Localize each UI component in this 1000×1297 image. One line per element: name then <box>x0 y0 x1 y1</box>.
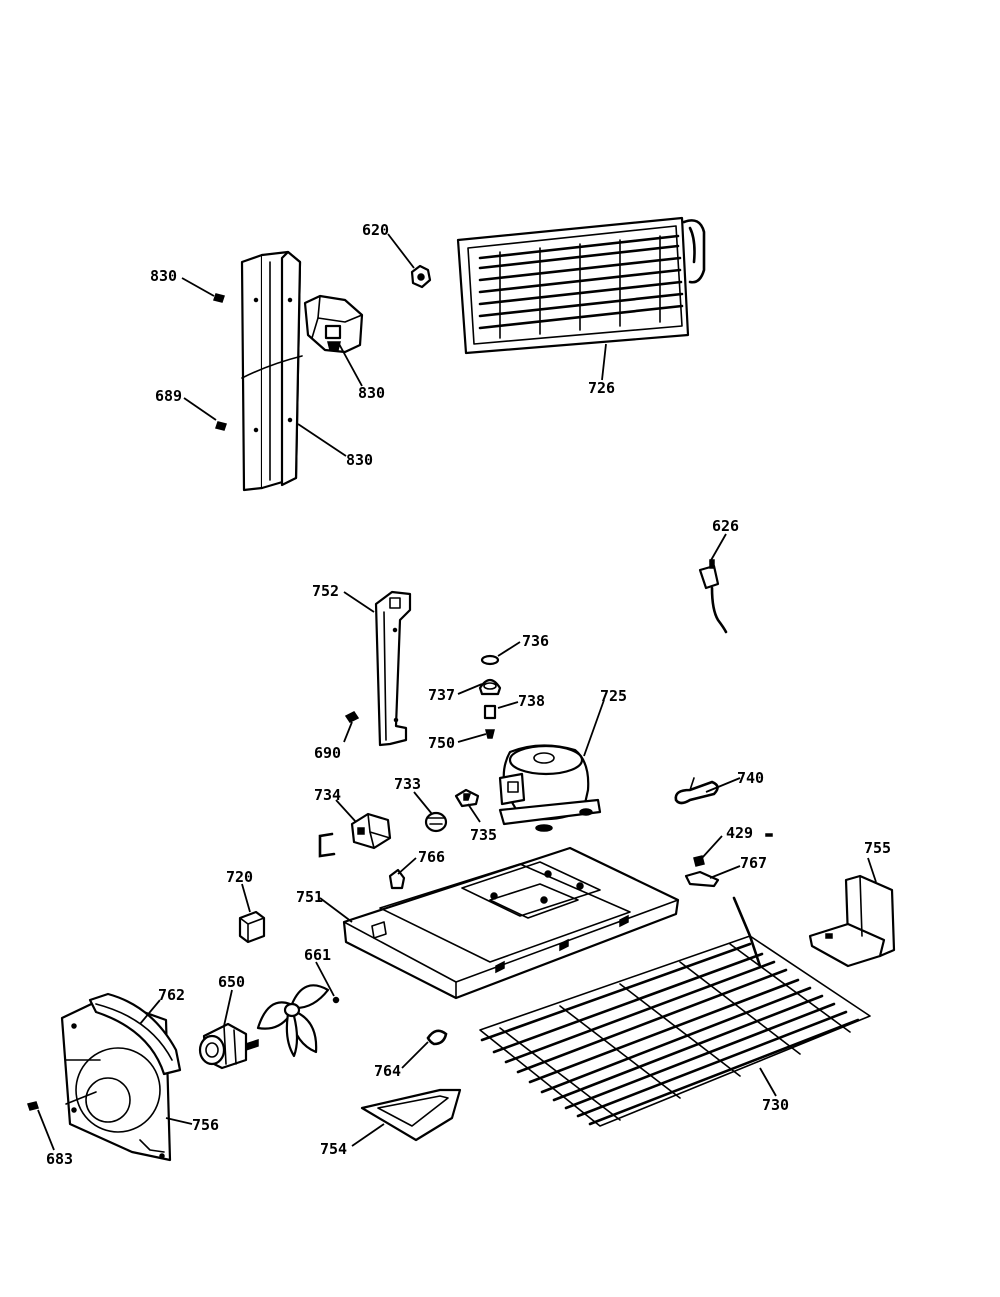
mount-block-830 <box>303 294 364 354</box>
fan-blade-661 <box>256 984 340 1058</box>
grommet-766 <box>388 868 406 890</box>
cover-735 <box>454 788 480 808</box>
label-767: 767 <box>740 854 767 872</box>
capacitor-720 <box>238 910 266 944</box>
compressor-725 <box>498 744 602 832</box>
label-620: 620 <box>362 221 389 239</box>
part-labels: 830 830 689 830 620 726 626 752 736 737 … <box>46 221 891 1168</box>
clip-764 <box>426 1029 448 1046</box>
sleeve-738 <box>483 704 497 720</box>
label-626: 626 <box>712 517 739 535</box>
label-751: 751 <box>296 888 323 906</box>
label-737: 737 <box>428 686 455 704</box>
channel-bracket-830 <box>240 250 303 492</box>
relay-734 <box>350 812 392 850</box>
label-740: 740 <box>737 769 764 787</box>
screw-689 <box>215 421 227 431</box>
base-pan-751 <box>342 846 680 1000</box>
label-735: 735 <box>470 826 497 844</box>
label-689: 689 <box>155 387 182 405</box>
overload-733 <box>424 811 448 833</box>
evaporator-730 <box>479 896 871 1127</box>
label-756: 756 <box>192 1116 219 1134</box>
screw-830 <box>213 293 225 303</box>
leader-lines <box>37 233 877 1151</box>
fan-motor-650 <box>198 1022 259 1070</box>
label-830-screw: 830 <box>150 267 177 285</box>
washer-750 <box>485 729 495 739</box>
label-750: 750 <box>428 734 455 752</box>
screw-690 <box>344 711 360 723</box>
label-734: 734 <box>314 786 341 804</box>
label-683: 683 <box>46 1150 73 1168</box>
bracket-752 <box>374 590 412 747</box>
screw-683 <box>27 1101 39 1111</box>
label-830-block: 830 <box>358 384 385 402</box>
condenser-726 <box>456 216 706 355</box>
label-429: 429 <box>726 824 753 842</box>
label-754: 754 <box>320 1140 347 1158</box>
shroud-gasket-762 <box>88 992 182 1076</box>
clip-736 <box>480 654 500 666</box>
label-755: 755 <box>864 839 891 857</box>
label-830-channel: 830 <box>346 451 373 469</box>
label-720: 720 <box>226 868 253 886</box>
label-690: 690 <box>314 744 341 762</box>
label-762: 762 <box>158 986 185 1004</box>
label-725: 725 <box>600 687 627 705</box>
clip-734 <box>318 832 336 858</box>
label-730: 730 <box>762 1096 789 1114</box>
label-738: 738 <box>518 692 545 710</box>
label-726: 726 <box>588 379 615 397</box>
drain-pan-754 <box>360 1088 462 1142</box>
label-766: 766 <box>418 848 445 866</box>
nut-620 <box>410 264 432 289</box>
label-752: 752 <box>312 582 339 600</box>
bracket-755 <box>808 874 896 968</box>
label-736: 736 <box>522 632 549 650</box>
screw-429 <box>693 833 773 867</box>
power-cord-626 <box>698 559 728 634</box>
clamp-767 <box>684 870 720 888</box>
label-661: 661 <box>304 946 331 964</box>
label-650: 650 <box>218 973 245 991</box>
label-764: 764 <box>374 1062 401 1080</box>
grommet-737 <box>478 678 502 696</box>
label-733: 733 <box>394 775 421 793</box>
